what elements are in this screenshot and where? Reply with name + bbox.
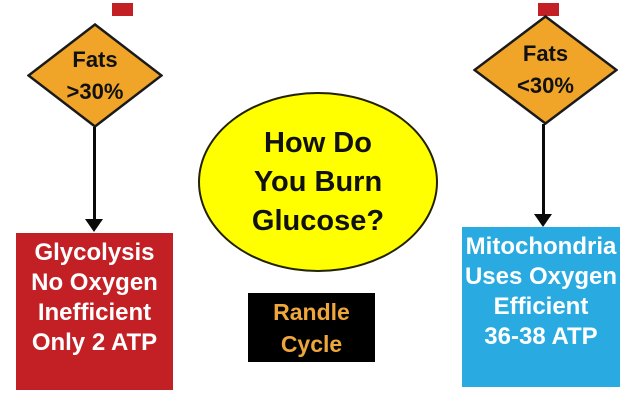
glycolysis-box: Glycolysis No Oxygen Inefficient Only 2 … <box>16 233 173 390</box>
fats-low-line1: Fats <box>522 41 569 66</box>
fats-low-diamond-shape <box>473 15 618 125</box>
glycolysis-line3: Inefficient <box>37 299 152 326</box>
fats-high-line1: Fats <box>72 46 118 72</box>
question-ellipse: How Do You Burn Glucose? <box>198 92 438 272</box>
fats-low-line2: <30% <box>517 73 574 98</box>
red-marker-right <box>538 3 559 16</box>
mitochondria-line3: Efficient <box>493 293 589 320</box>
fats-low-diamond-label: Fats <30% <box>473 15 618 125</box>
question-line3: Glucose? <box>251 204 385 237</box>
mitochondria-line4: 36-38 ATP <box>484 323 598 350</box>
glycolysis-line4: Only 2 ATP <box>31 329 158 356</box>
randle-cycle-box: Randle Cycle <box>248 293 375 362</box>
fats-high-line2: >30% <box>66 78 124 104</box>
randle-line1: Randle <box>273 298 350 325</box>
left-arrow-line <box>93 127 96 220</box>
mitochondria-line2: Uses Oxygen <box>464 263 618 290</box>
fats-high-diamond-shape <box>27 23 163 128</box>
right-arrow-head-icon <box>534 214 552 227</box>
fats-high-diamond-label: Fats >30% <box>27 23 163 128</box>
glycolysis-line1: Glycolysis <box>34 239 155 266</box>
right-arrow-line <box>542 124 545 215</box>
glycolysis-line2: No Oxygen <box>31 269 158 296</box>
mitochondria-box: Mitochondria Uses Oxygen Efficient 36-38… <box>462 227 620 387</box>
randle-line2: Cycle <box>280 330 343 357</box>
question-line2: You Burn <box>253 165 383 198</box>
left-arrow-head-icon <box>85 219 103 232</box>
question-line1: How Do <box>264 126 372 159</box>
mitochondria-line1: Mitochondria <box>465 233 617 260</box>
red-marker-left <box>112 3 133 16</box>
